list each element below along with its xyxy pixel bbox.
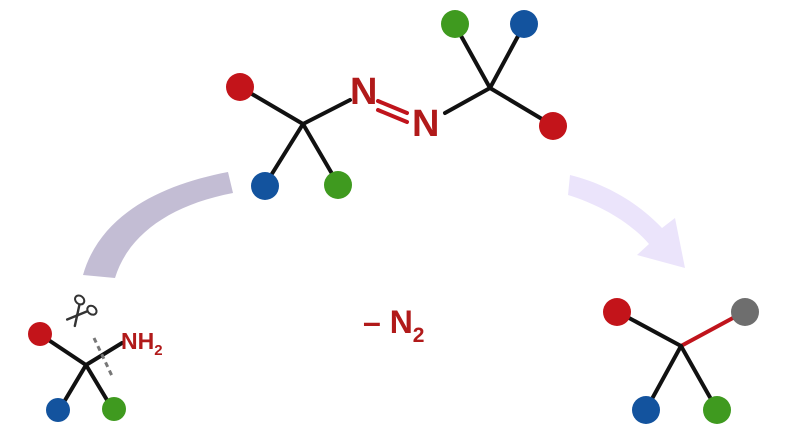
atom-red [226, 73, 254, 101]
amine-bond-n [84, 341, 124, 367]
azo-bond-c1-n [301, 98, 352, 126]
atom-blue [632, 396, 660, 424]
atom-red [28, 322, 52, 346]
azo-bond-n-c2 [443, 86, 492, 115]
elimination-label-subscript: 2 [413, 324, 425, 347]
product-bond-blue [645, 344, 683, 410]
atom-green [102, 397, 126, 421]
atom-green [324, 171, 352, 199]
curved-arrow-right [568, 175, 685, 268]
amine-label-subscript: 2 [154, 342, 162, 359]
product-compound [603, 298, 759, 424]
cut-line [92, 337, 114, 377]
azo-double-bond-top [376, 99, 409, 115]
azo-double-bond-bottom [376, 108, 409, 124]
atom-blue [46, 398, 70, 422]
atom-red [603, 298, 631, 326]
atom-green [441, 10, 469, 38]
atom-green [703, 396, 731, 424]
amine-label-text: NH [121, 328, 154, 354]
atom-red [539, 112, 567, 140]
azo-compound: N N [226, 10, 567, 200]
elimination-label-text: – N [363, 304, 413, 340]
atom-gray [731, 298, 759, 326]
amine-compound: NH2 [28, 294, 163, 422]
atom-blue [251, 172, 279, 200]
atom-blue [510, 10, 538, 38]
nitrogen-label-right: N [412, 103, 439, 145]
nitrogen-label-left: N [350, 71, 377, 113]
scissors-icon [65, 294, 98, 328]
product-bond-green [679, 344, 718, 410]
elimination-label: – N2 [363, 304, 424, 347]
amine-label: NH2 [121, 328, 163, 359]
curved-arrow-left [83, 172, 233, 278]
